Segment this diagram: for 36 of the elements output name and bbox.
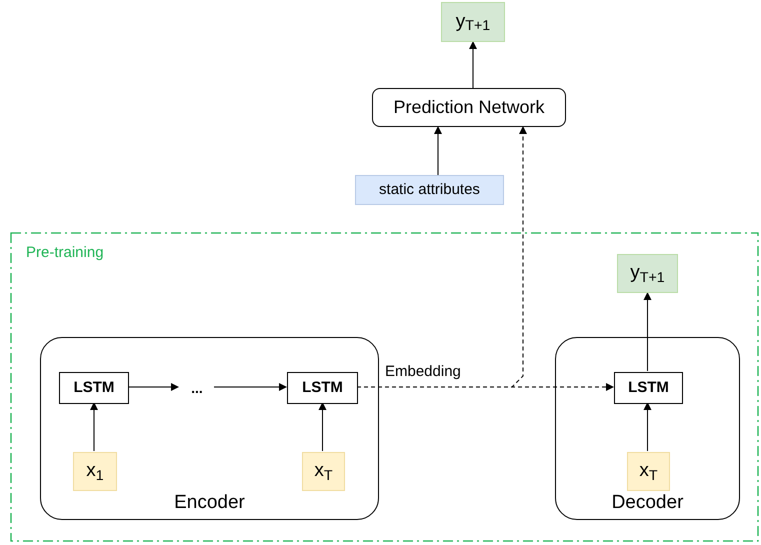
output-label: y$_{T+1}$	[456, 10, 490, 36]
arrow	[128, 383, 179, 391]
input-box	[302, 452, 345, 491]
output-label: y$_{T+1}$	[630, 261, 665, 288]
arrow	[90, 402, 98, 452]
module-title: Encoder	[173, 490, 246, 514]
arrow	[469, 41, 477, 88]
input-label: x$_{T}$	[639, 459, 658, 486]
arrow	[214, 383, 287, 391]
lstm-label: LSTM	[74, 378, 114, 398]
arrow	[318, 402, 326, 452]
attribute-box	[355, 175, 504, 205]
lstm-label: LSTM	[628, 378, 669, 398]
output-box	[617, 254, 678, 293]
lstm-label: LSTM	[302, 378, 343, 398]
input-label: x$_{T}$	[314, 459, 333, 486]
lstm-box	[59, 372, 129, 404]
arrow	[644, 292, 652, 372]
lstm-box	[614, 372, 683, 404]
network-box	[372, 88, 566, 127]
module-title: Decoder	[610, 490, 684, 514]
edge-label: Embedding	[384, 363, 462, 381]
network-label: Prediction Network	[393, 96, 545, 119]
input-box	[627, 452, 670, 491]
input-label: x$_{1}$	[86, 459, 104, 486]
region-title: Pre-training	[26, 243, 104, 263]
arrow	[644, 402, 652, 452]
output-box	[441, 2, 505, 42]
input-box	[73, 452, 117, 491]
module-container	[40, 337, 379, 520]
arrow	[434, 126, 442, 176]
module-container	[555, 337, 740, 520]
ellipsis-text: ...	[191, 378, 203, 398]
attribute-label: static attributes	[379, 180, 480, 200]
lstm-box	[287, 372, 358, 404]
pretraining-region	[10, 232, 759, 542]
